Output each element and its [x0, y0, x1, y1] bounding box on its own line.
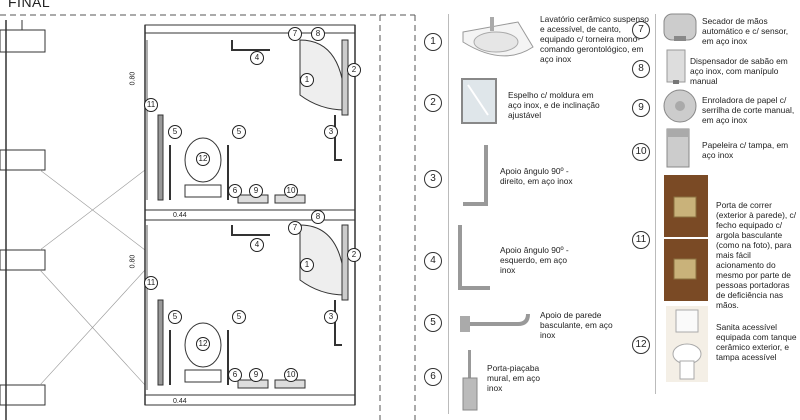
plan-callout-11-bottom: 11: [144, 276, 158, 290]
plan-callout-4-bottom: 4: [250, 238, 264, 252]
paper-roll-holder-icon: [663, 89, 697, 123]
grab-bar-right-icon: [463, 145, 488, 206]
legend-number-4: 4: [424, 252, 442, 270]
legend-divider-right: [655, 14, 656, 394]
floor-plan: [0, 14, 416, 420]
waste-bin-icon: [666, 128, 690, 168]
accessible-toilet-icon: [666, 306, 708, 382]
dim-height-top: 0.80: [129, 71, 137, 86]
dim-width-top: 0.44: [173, 212, 187, 219]
legend-text-12: Sanita acessível equipada com tanque cer…: [716, 322, 797, 362]
hand-dryer-icon: [663, 13, 697, 41]
plan-callout-2-top: 2: [347, 63, 361, 77]
legend-text-7: Secador de mãos automático e c/ sensor, …: [702, 16, 789, 46]
legend-divider-left: [448, 14, 449, 414]
legend-number-8: 8: [632, 60, 650, 78]
plan-callout-5b-top: 5: [232, 125, 246, 139]
corner-sink-icon: [462, 17, 534, 57]
legend-number-7: 7: [632, 21, 650, 39]
plan-callout-12-bottom: 12: [196, 337, 210, 351]
legend-number-3: 3: [424, 170, 442, 188]
legend-text-10: Papeleira c/ tampa, em aço inox: [702, 140, 789, 160]
legend-text-6: Porta-piaçaba mural, em aço inox: [487, 363, 541, 393]
legend-text-3: Apoio ângulo 90º - direito, em aço inox: [500, 166, 573, 186]
legend-number-12: 12: [632, 336, 650, 354]
dim-height-bottom: 0.80: [129, 254, 137, 269]
legend-number-11: 11: [632, 231, 650, 249]
legend-number-10: 10: [632, 143, 650, 161]
soap-dispenser-icon: [666, 49, 686, 84]
plan-callout-8-bottom: 8: [311, 210, 325, 224]
plan-callout-4-top: 4: [250, 51, 264, 65]
toilet-brush-holder-icon: [462, 350, 478, 411]
plan-callout-12-top: 12: [196, 152, 210, 166]
legend-text-2: Espelho c/ moldura em aço inox, e de inc…: [508, 90, 600, 120]
legend-number-9: 9: [632, 99, 650, 117]
plan-callout-8-top: 8: [311, 27, 325, 41]
plan-callout-1-top: 1: [300, 73, 314, 87]
legend-text-11: Porta de correr (exterior à parede), c/ …: [716, 200, 797, 310]
plan-callout-3-top: 3: [324, 125, 338, 139]
folding-support-icon: [460, 313, 530, 332]
plan-callout-9-bottom: 9: [249, 368, 263, 382]
sliding-door-lock-icon: [664, 175, 708, 301]
plan-callout-6-top: 6: [228, 184, 242, 198]
plan-callout-5a-bottom: 5: [168, 310, 182, 324]
legend-text-9: Enroladora de papel c/ serrilha de corte…: [702, 95, 795, 125]
plan-callout-10-top: 10: [284, 184, 298, 198]
plan-callout-5a-top: 5: [168, 125, 182, 139]
plan-callout-11-top: 11: [144, 98, 158, 112]
plan-callout-7-bottom: 7: [288, 221, 302, 235]
legend-number-1: 1: [424, 33, 442, 51]
tilting-mirror-icon: [461, 78, 497, 124]
legend-number-2: 2: [424, 94, 442, 112]
plan-callout-10-bottom: 10: [284, 368, 298, 382]
dim-width-bottom: 0.44: [173, 398, 187, 405]
plan-callout-6-bottom: 6: [228, 368, 242, 382]
plan-callout-3-bottom: 3: [324, 310, 338, 324]
legend-text-8: Dispensador de sabão em aço inox, com ma…: [690, 56, 788, 86]
plan-callout-1-bottom: 1: [300, 258, 314, 272]
plan-callout-5b-bottom: 5: [232, 310, 246, 324]
plan-callout-7-top: 7: [288, 27, 302, 41]
page-title: FINAL: [8, 0, 51, 10]
plan-callout-2-bottom: 2: [347, 248, 361, 262]
legend-text-1: Lavatório cerâmico suspenso e acessível,…: [540, 14, 649, 64]
grab-bar-left-icon: [458, 225, 490, 290]
plan-callout-9-top: 9: [249, 184, 263, 198]
legend-number-6: 6: [424, 368, 442, 386]
legend-text-4: Apoio ângulo 90º - esquerdo, em aço inox: [500, 245, 569, 275]
legend-number-5: 5: [424, 314, 442, 332]
legend-text-5: Apoio de parede basculante, em aço inox: [540, 310, 613, 340]
